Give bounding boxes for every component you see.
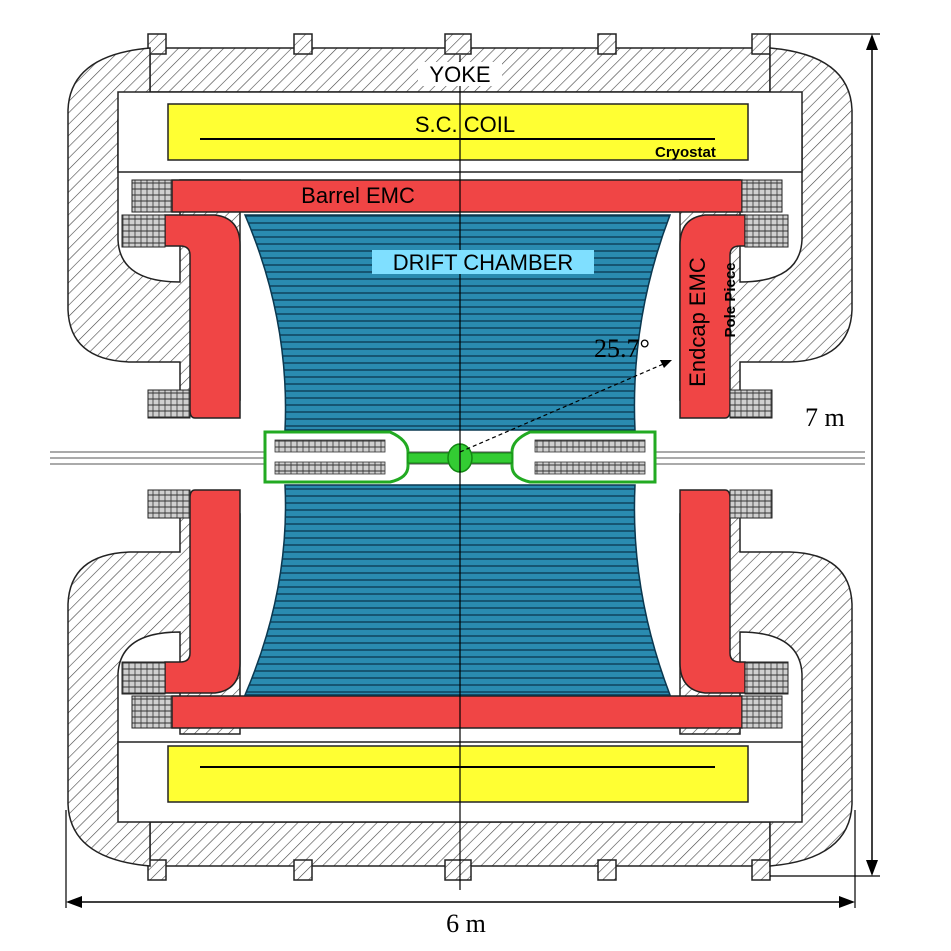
angle-arrow bbox=[459, 360, 672, 453]
endcap-emc-left-upper bbox=[164, 214, 241, 419]
width-dimension-label: 6 m bbox=[446, 909, 486, 938]
cryostat-label: Cryostat bbox=[655, 144, 716, 161]
drift-chamber-label: DRIFT CHAMBER bbox=[393, 250, 574, 275]
coil-label: S.C. COIL bbox=[415, 112, 515, 137]
drift-chamber-upper bbox=[243, 214, 672, 431]
sc-coil-upper bbox=[167, 103, 749, 161]
endcap-emc bbox=[164, 214, 746, 694]
endcap-emc-right-lower bbox=[679, 489, 746, 694]
endcap-flanges bbox=[121, 214, 789, 695]
endcap-emc-left-lower bbox=[164, 489, 241, 694]
height-dimension-label: 7 m bbox=[805, 403, 845, 432]
height-dimension bbox=[770, 33, 880, 877]
yoke-top-tabs bbox=[147, 33, 771, 55]
drift-chamber-lower bbox=[243, 484, 672, 696]
yoke-bottom-tabs bbox=[147, 859, 771, 881]
barrel-emc-lower bbox=[131, 695, 783, 729]
yoke-label: YOKE bbox=[429, 62, 490, 87]
pole-piece-label: Pole Piece bbox=[722, 262, 739, 337]
endcap-emc-right-upper bbox=[679, 214, 746, 419]
sc-coil-lower bbox=[167, 745, 749, 803]
barrel-emc-label: Barrel EMC bbox=[301, 183, 415, 208]
barrel-emc-upper bbox=[131, 179, 783, 213]
angle-label: 25.7° bbox=[594, 334, 650, 363]
interaction-region bbox=[263, 430, 657, 484]
endcap-emc-label: Endcap EMC bbox=[685, 257, 710, 387]
width-dimension bbox=[65, 810, 856, 908]
